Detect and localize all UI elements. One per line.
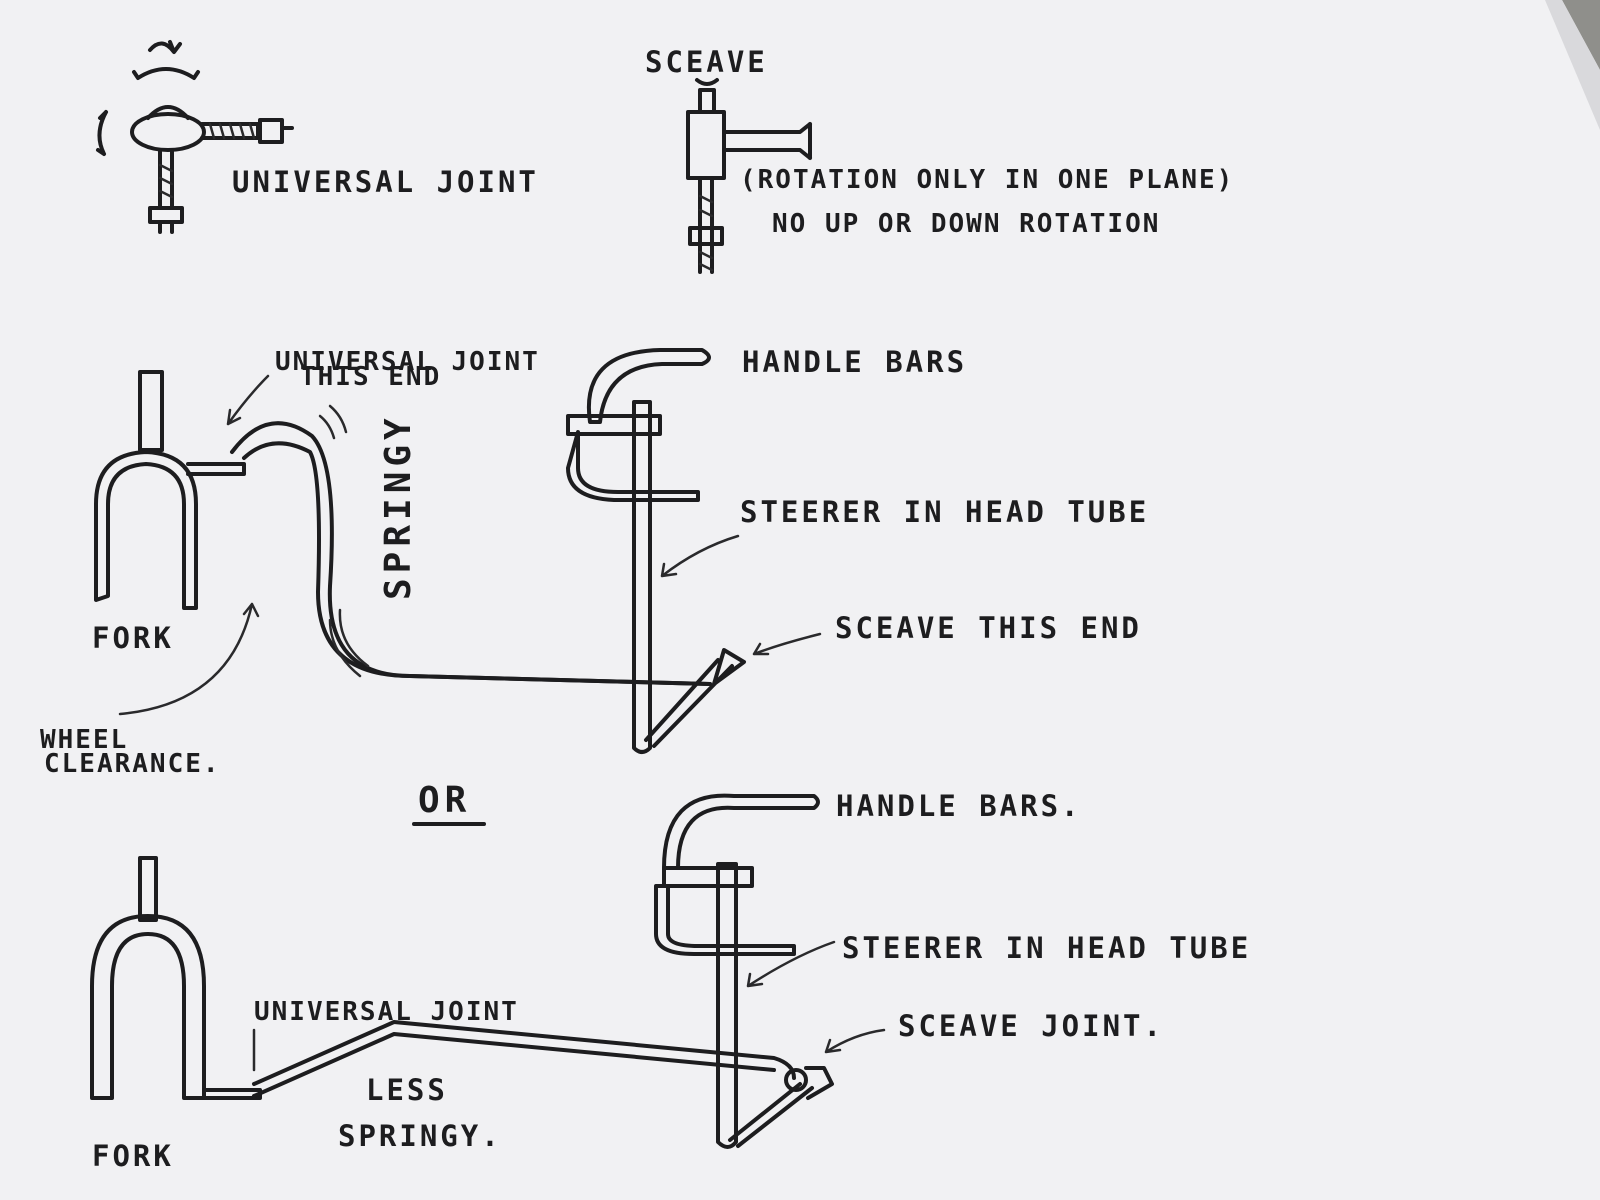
label-universal-joint-top: UNIVERSAL JOINT — [232, 165, 539, 199]
label-wheel-clearance-1: WHEEL — [40, 725, 128, 755]
steerer-assembly-2 — [654, 793, 886, 1149]
springy-link — [230, 404, 712, 686]
less-springy-link — [252, 1020, 796, 1098]
label-steerer-2: STEERER IN HEAD TUBE — [842, 931, 1251, 965]
label-less-springy-1: LESS — [366, 1073, 448, 1107]
label-rotation-line1: (ROTATION ONLY IN ONE PLANE) — [740, 165, 1234, 195]
arrow-uj-this-end — [226, 374, 270, 426]
arrow-wheel-clearance — [118, 602, 260, 716]
label-wheel-clearance-2: CLEARANCE. — [44, 749, 221, 779]
label-uj-this-end-1: UNIVERSAL JOINT — [275, 347, 540, 377]
label-fork-1: FORK — [92, 621, 174, 655]
label-or: OR — [418, 780, 471, 821]
universal-joint-detail — [96, 40, 294, 234]
label-handle-bars-1: HANDLE BARS — [742, 345, 967, 379]
fork-top — [94, 370, 246, 610]
label-uj-this-end-2: THIS END — [300, 362, 441, 392]
label-fork-2: FORK — [92, 1139, 174, 1173]
paper-fold-shadow — [1545, 0, 1600, 130]
label-rotation-line2: NO UP OR DOWN ROTATION — [772, 209, 1160, 239]
sceave-detail — [686, 78, 812, 274]
label-steerer-1: STEERER IN HEAD TUBE — [740, 495, 1149, 529]
label-sceave-top: SCEAVE — [645, 45, 768, 79]
label-sceave-this-end: SCEAVE THIS END — [835, 611, 1142, 645]
label-sceave-joint: SCEAVE JOINT. — [898, 1009, 1164, 1043]
label-less-springy-2: SPRINGY. — [338, 1119, 502, 1153]
steerer-assembly-1 — [566, 348, 822, 754]
label-universal-joint-bottom: UNIVERSAL JOINT — [254, 997, 519, 1027]
label-handle-bars-2: HANDLE BARS. — [836, 789, 1082, 823]
label-springy: SPRINGY — [378, 413, 419, 600]
